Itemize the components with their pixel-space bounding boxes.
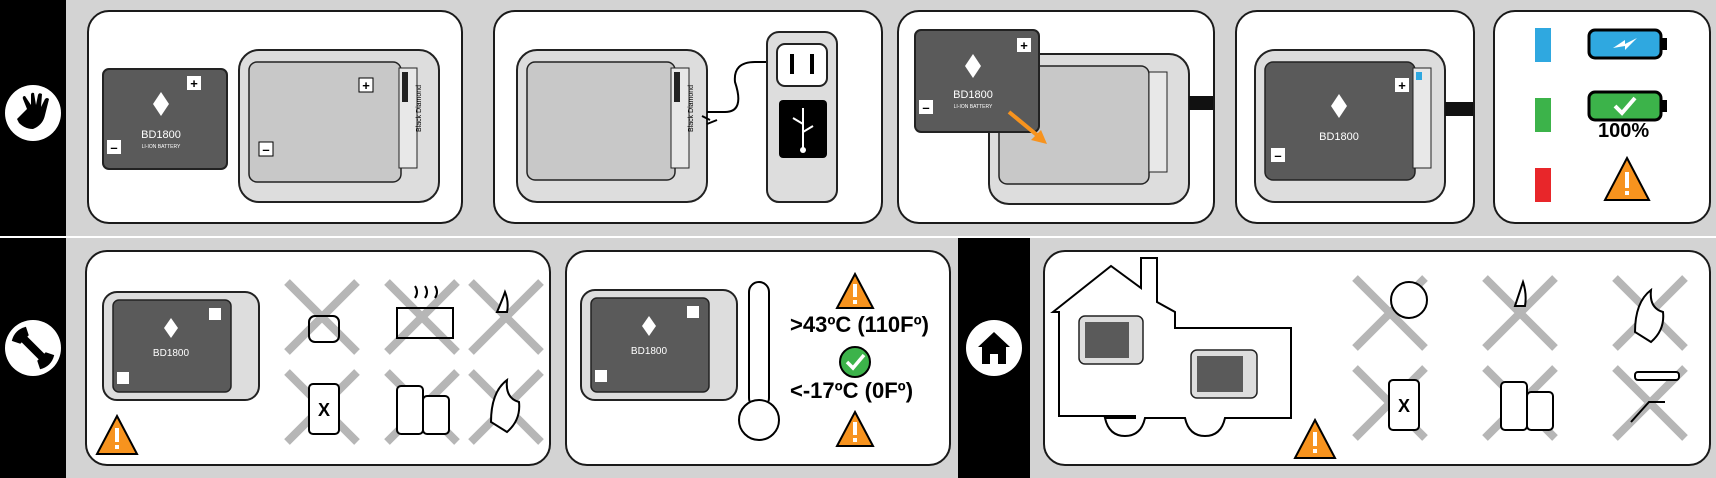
svg-text:BD1800: BD1800 — [631, 346, 668, 357]
warning-icon — [835, 409, 875, 447]
svg-text:–: – — [110, 140, 117, 155]
usb-icon — [792, 108, 814, 153]
svg-text:–: – — [262, 142, 269, 157]
svg-text:BD1800: BD1800 — [141, 129, 181, 141]
temperature-limits-panel: BD1800 — [565, 250, 951, 466]
storage-location-illustration: X — [1050, 257, 1688, 459]
temperature-illustration: BD1800 — [580, 271, 875, 447]
battery-full-icon — [1587, 90, 1667, 122]
home-icon — [966, 320, 1022, 376]
svg-text:+: + — [1020, 38, 1028, 53]
svg-text:–: – — [1274, 148, 1281, 163]
step-slide-battery-panel: + – BD1800 LI-ION BATTERY — [897, 10, 1215, 224]
warning-icon — [1603, 155, 1651, 201]
svg-text:X: X — [1398, 396, 1410, 416]
temperature-low-limit: <-17ºC (0Fº) — [790, 378, 914, 403]
charge-percent-label: 100% — [1598, 120, 1650, 142]
svg-text:+: + — [362, 78, 370, 93]
svg-text:X: X — [318, 400, 330, 420]
temperature-high-limit: >43ºC (110Fº) — [790, 312, 929, 337]
svg-text:LI-ION BATTERY: LI-ION BATTERY — [142, 144, 181, 150]
wrench-icon — [5, 320, 61, 376]
hand-icon — [5, 85, 61, 141]
step-connect-usb-panel: Black Diamond — [493, 10, 883, 224]
warning-icon — [835, 271, 875, 309]
svg-text:+: + — [1398, 78, 1406, 93]
step-charging-panel: + – BD1800 — [1235, 10, 1475, 224]
svg-text:BD1800: BD1800 — [953, 89, 993, 101]
slide-battery-illustration: + – BD1800 LI-ION BATTERY — [914, 29, 1213, 205]
svg-text:Black Diamond: Black Diamond — [688, 85, 695, 132]
status-indicators — [1535, 28, 1667, 202]
svg-text:BD1800: BD1800 — [153, 348, 190, 359]
storage-warnings-panel: BD1800 X — [85, 250, 551, 466]
svg-text:+: + — [190, 76, 198, 91]
battery-and-charger-illustration: + – BD1800 LI-ION BATTERY Black Diamond … — [102, 49, 440, 203]
svg-text:BD1800: BD1800 — [1319, 131, 1359, 143]
charging-illustration: + – BD1800 — [1254, 49, 1473, 203]
warning-icon — [1293, 417, 1337, 459]
thermometer-icon — [738, 281, 780, 441]
prohibited-actions-illustration: BD1800 X — [95, 279, 544, 455]
svg-text:Black Diamond: Black Diamond — [416, 85, 423, 132]
battery-charging-icon — [1587, 28, 1667, 60]
usb-connection-illustration: Black Diamond — [516, 31, 838, 203]
check-icon — [839, 346, 871, 378]
svg-text:–: – — [922, 100, 929, 115]
storage-location-panel: X — [1043, 250, 1711, 466]
step-insert-battery-panel: + – BD1800 LI-ION BATTERY Black Diamond … — [87, 10, 463, 224]
svg-text:LI-ION BATTERY: LI-ION BATTERY — [954, 104, 993, 110]
status-legend-panel — [1493, 10, 1711, 224]
warning-icon — [95, 413, 139, 455]
